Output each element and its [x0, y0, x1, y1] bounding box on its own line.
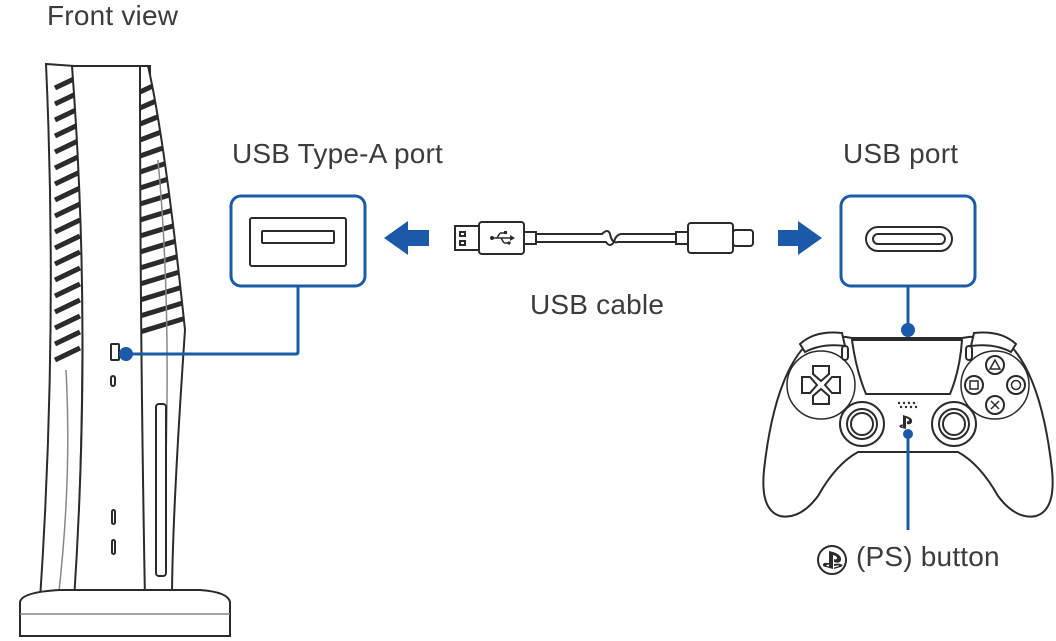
left-stick	[839, 401, 885, 447]
console-usb-c-slot	[110, 375, 116, 387]
front-view-label: Front view	[47, 0, 179, 31]
ps-button-label: (PS) button	[856, 541, 1000, 572]
usb-symbol-icon	[490, 231, 515, 245]
touchpad	[850, 339, 964, 395]
usb-type-a-port-label: USB Type-A port	[232, 138, 444, 169]
console-usb-a-slot	[110, 343, 120, 361]
arrow-right-icon	[778, 221, 822, 255]
console-eject-button	[111, 509, 116, 525]
console-power-button	[111, 539, 116, 555]
options-button	[965, 345, 973, 361]
controller-ps-logo-icon	[899, 415, 913, 429]
square-button	[964, 375, 984, 395]
right-stick	[931, 401, 977, 447]
ps-button-marker	[903, 429, 913, 439]
disc-slot	[155, 403, 167, 577]
create-button	[841, 345, 849, 361]
console-port-marker	[119, 347, 133, 361]
usb-type-a-port-callout	[119, 194, 367, 361]
speaker-grille	[897, 401, 918, 409]
face-buttons	[960, 350, 1030, 420]
usb-cable-label: USB cable	[530, 289, 665, 320]
usb-port-label: USB port	[843, 138, 959, 169]
console-stand	[19, 589, 231, 637]
circle-button	[1006, 375, 1026, 395]
usb-port-callout	[839, 194, 977, 337]
controller	[762, 331, 1054, 530]
arrow-left-icon	[384, 221, 429, 255]
dpad	[786, 350, 856, 420]
usb-cable	[454, 221, 754, 255]
controller-port-marker	[901, 323, 915, 337]
console-front-view	[19, 62, 231, 637]
ps-logo-icon	[817, 545, 847, 575]
